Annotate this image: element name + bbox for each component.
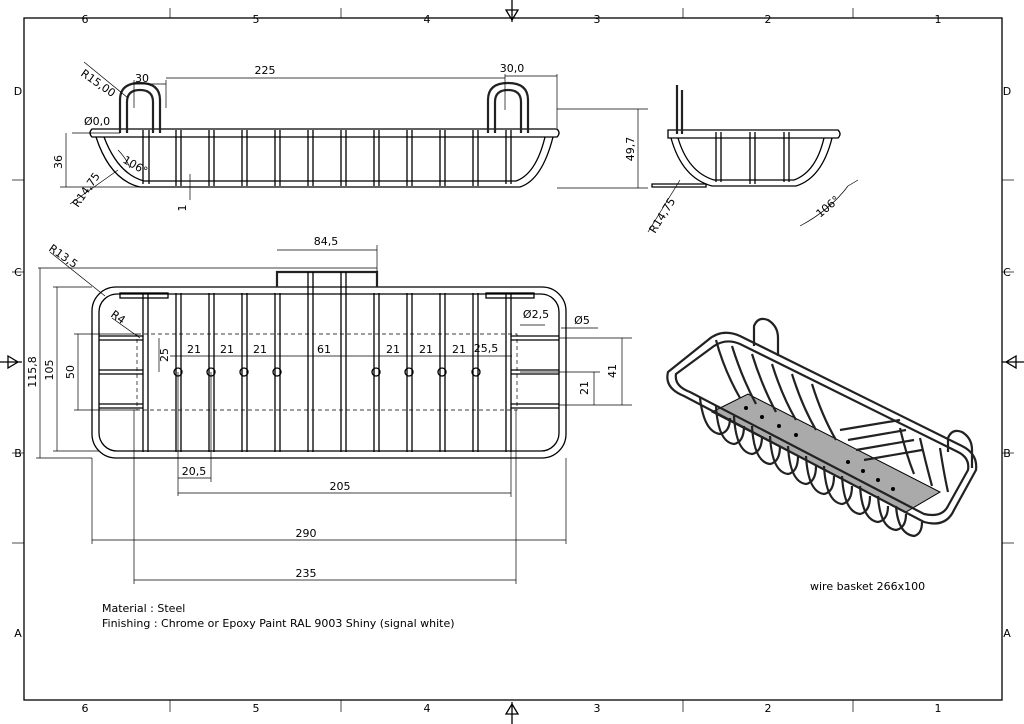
row-label-c-right: C [1003, 266, 1011, 279]
iso-near-hoops [698, 397, 924, 538]
dim-s21f: 21 [452, 343, 466, 356]
dim-v1: 1 [176, 205, 189, 212]
col-label-3-top: 3 [594, 13, 601, 26]
notes-block: Material : Steel Finishing : Chrome or E… [102, 602, 455, 630]
col-label-1-bottom: 1 [935, 702, 942, 715]
col-label-3-bottom: 3 [594, 702, 601, 715]
dim-s25-5: 25,5 [474, 342, 499, 355]
side-view: R14,75 106° [647, 85, 859, 236]
col-label-6-top: 6 [82, 13, 89, 26]
row-label-b-right: B [1003, 447, 1011, 460]
side-basket-inner [677, 137, 825, 181]
col-label-5-bottom: 5 [253, 702, 260, 715]
row-label-b-left: B [14, 447, 22, 460]
dim-w205: 205 [330, 480, 351, 493]
dim-h36: 36 [52, 155, 65, 169]
col-label-4-bottom: 4 [424, 702, 431, 715]
top-end-wires [99, 335, 559, 409]
top-base-plate [136, 333, 518, 411]
front-basket-outline [95, 136, 554, 188]
front-handle-right [486, 81, 530, 133]
dim-r4: R4 [108, 308, 127, 327]
row-label-d-left: D [14, 85, 22, 98]
dim-s21a: 21 [187, 343, 201, 356]
dim-w235: 235 [296, 567, 317, 580]
front-handle-right-inner [493, 88, 523, 133]
top-inner-rim [98, 293, 560, 452]
row-label-a-right: A [1003, 627, 1011, 640]
iso-handle-right [946, 429, 974, 468]
iso-end-wires [839, 418, 923, 462]
top-slot-right [485, 292, 535, 299]
top-handle-bar [275, 270, 379, 287]
dim-h49-7: 49,7 [624, 137, 637, 162]
col-label-2-bottom: 2 [765, 702, 772, 715]
col-label-1-top: 1 [935, 13, 942, 26]
iso-top-rim-inner [674, 340, 970, 517]
material-note: Material : Steel [102, 602, 185, 615]
dim-w290: 290 [296, 527, 317, 540]
front-dim-lines [60, 61, 648, 205]
col-label-6-bottom: 6 [82, 702, 89, 715]
dim-r1475-side: R14,75 [647, 196, 679, 236]
col-label-5-top: 5 [253, 13, 260, 26]
row-label-d-right: D [1003, 85, 1011, 98]
top-dim-lines [36, 245, 632, 584]
dim-h50: 50 [64, 365, 77, 379]
dim-top-30: 30 [135, 72, 149, 85]
side-dim-lines [647, 179, 859, 233]
front-basket-inner [103, 136, 546, 182]
dim-s21c: 21 [253, 343, 267, 356]
front-view: R15,00 30 225 30,0 Ø0,0 106° 36 R14,75 1… [52, 61, 648, 212]
top-view: 84,5 R13,5 R4 Ø2,5 Ø5 25 21 21 21 61 21 … [26, 235, 632, 584]
finishing-note: Finishing : Chrome or Epoxy Paint RAL 90… [102, 617, 455, 630]
iso-top-rim [666, 331, 978, 525]
col-label-2-top: 2 [765, 13, 772, 26]
top-slot-left [119, 292, 169, 299]
dim-angle-front: 106° [121, 153, 150, 178]
front-top-rail [89, 128, 560, 138]
dim-84-5: 84,5 [314, 235, 339, 248]
column-ticks [12, 8, 1014, 712]
row-label-a-left: A [14, 627, 22, 640]
side-basket-outline [670, 137, 833, 187]
side-top-rail [667, 129, 841, 139]
isometric-view: wire basket 266x100 [666, 317, 978, 593]
dim-h21: 21 [578, 381, 591, 395]
iso-handle-left [752, 317, 780, 356]
dim-dia5: Ø5 [574, 314, 590, 327]
dim-top-225: 225 [255, 64, 276, 77]
top-outer-rim [91, 286, 567, 459]
front-handle-left [118, 81, 162, 133]
side-foot [651, 183, 707, 188]
dim-h41: 41 [606, 364, 619, 378]
dim-h105: 105 [43, 360, 56, 381]
front-handle-left-inner [125, 88, 155, 133]
dim-h115-8: 115,8 [26, 356, 39, 388]
dim-r1475-front: R14,75 [70, 170, 103, 210]
dim-s21b: 21 [220, 343, 234, 356]
row-label-c-left: C [14, 266, 22, 279]
dim-s61: 61 [317, 343, 331, 356]
iso-plate-holes [744, 406, 895, 491]
dim-top-30-0: 30,0 [500, 62, 525, 75]
iso-caption: wire basket 266x100 [810, 580, 925, 593]
dim-s21d: 21 [386, 343, 400, 356]
dim-v25: 25 [158, 348, 171, 362]
top-holes [173, 367, 481, 377]
dim-r15: R15,00 [78, 67, 118, 100]
dim-dia0: Ø0,0 [84, 115, 110, 128]
dim-r13-5: R13,5 [46, 242, 80, 271]
dim-w20-5: 20,5 [182, 465, 207, 478]
front-vertical-wires [142, 130, 512, 186]
top-transverse-wires [142, 272, 512, 452]
side-vertical-wires [715, 132, 790, 184]
dim-dia2-5: Ø2,5 [523, 308, 549, 321]
dim-s21e: 21 [419, 343, 433, 356]
col-label-4-top: 4 [424, 13, 431, 26]
